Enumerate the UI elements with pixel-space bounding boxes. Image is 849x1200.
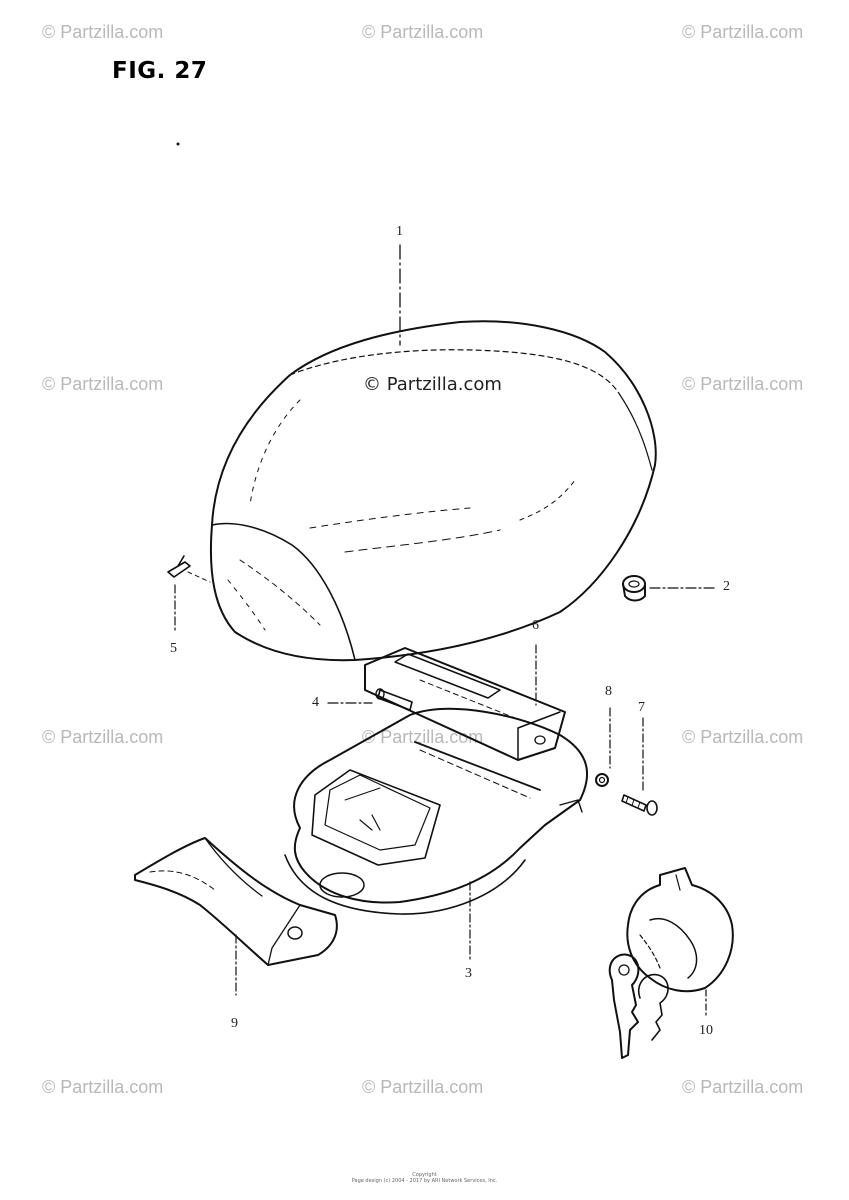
pin-part [375, 688, 413, 711]
figure-title: FIG. 27 [112, 58, 208, 84]
callout-5: 5 [170, 641, 177, 656]
watermark: © Partzilla.com [363, 374, 502, 395]
key-part [608, 953, 669, 1059]
callout-1: 1 [396, 224, 403, 239]
seat-part [209, 320, 657, 662]
footer-line-1: Copyright [412, 1172, 437, 1178]
watermark: © Partzilla.com [362, 22, 484, 42]
watermark: © Partzilla.com [42, 374, 164, 394]
rear-guard-part [134, 837, 338, 966]
screw-part [621, 794, 658, 816]
copyright-footer: Copyright Page design (c) 2004 - 2017 by… [0, 1172, 849, 1184]
callout-4: 4 [312, 695, 319, 710]
watermark: © Partzilla.com [682, 1077, 804, 1097]
nut-part [595, 773, 609, 787]
clip-part [167, 555, 191, 578]
watermark: © Partzilla.com [682, 727, 804, 747]
dot-mark [176, 142, 180, 146]
callout-6: 6 [532, 618, 539, 633]
watermark: © Partzilla.com [362, 1077, 484, 1097]
watermark: © Partzilla.com [682, 22, 804, 42]
watermark: © Partzilla.com [42, 1077, 164, 1097]
seat-base-part [284, 707, 589, 915]
callout-7: 7 [638, 700, 645, 715]
callout-2: 2 [723, 579, 730, 594]
callout-10: 10 [699, 1023, 713, 1038]
footer-line-2: Page design (c) 2004 - 2017 by ARI Netwo… [351, 1178, 498, 1184]
hinge-bracket-part [364, 647, 566, 761]
callout-3: 3 [465, 966, 472, 981]
grommet-part [622, 575, 646, 602]
callout-9: 9 [231, 1016, 238, 1031]
watermark: © Partzilla.com [42, 727, 164, 747]
watermark: © Partzilla.com [42, 22, 164, 42]
watermark: © Partzilla.com [362, 727, 484, 747]
callout-8: 8 [605, 684, 612, 699]
seat-lock-part [626, 867, 734, 993]
watermark: © Partzilla.com [682, 374, 804, 394]
